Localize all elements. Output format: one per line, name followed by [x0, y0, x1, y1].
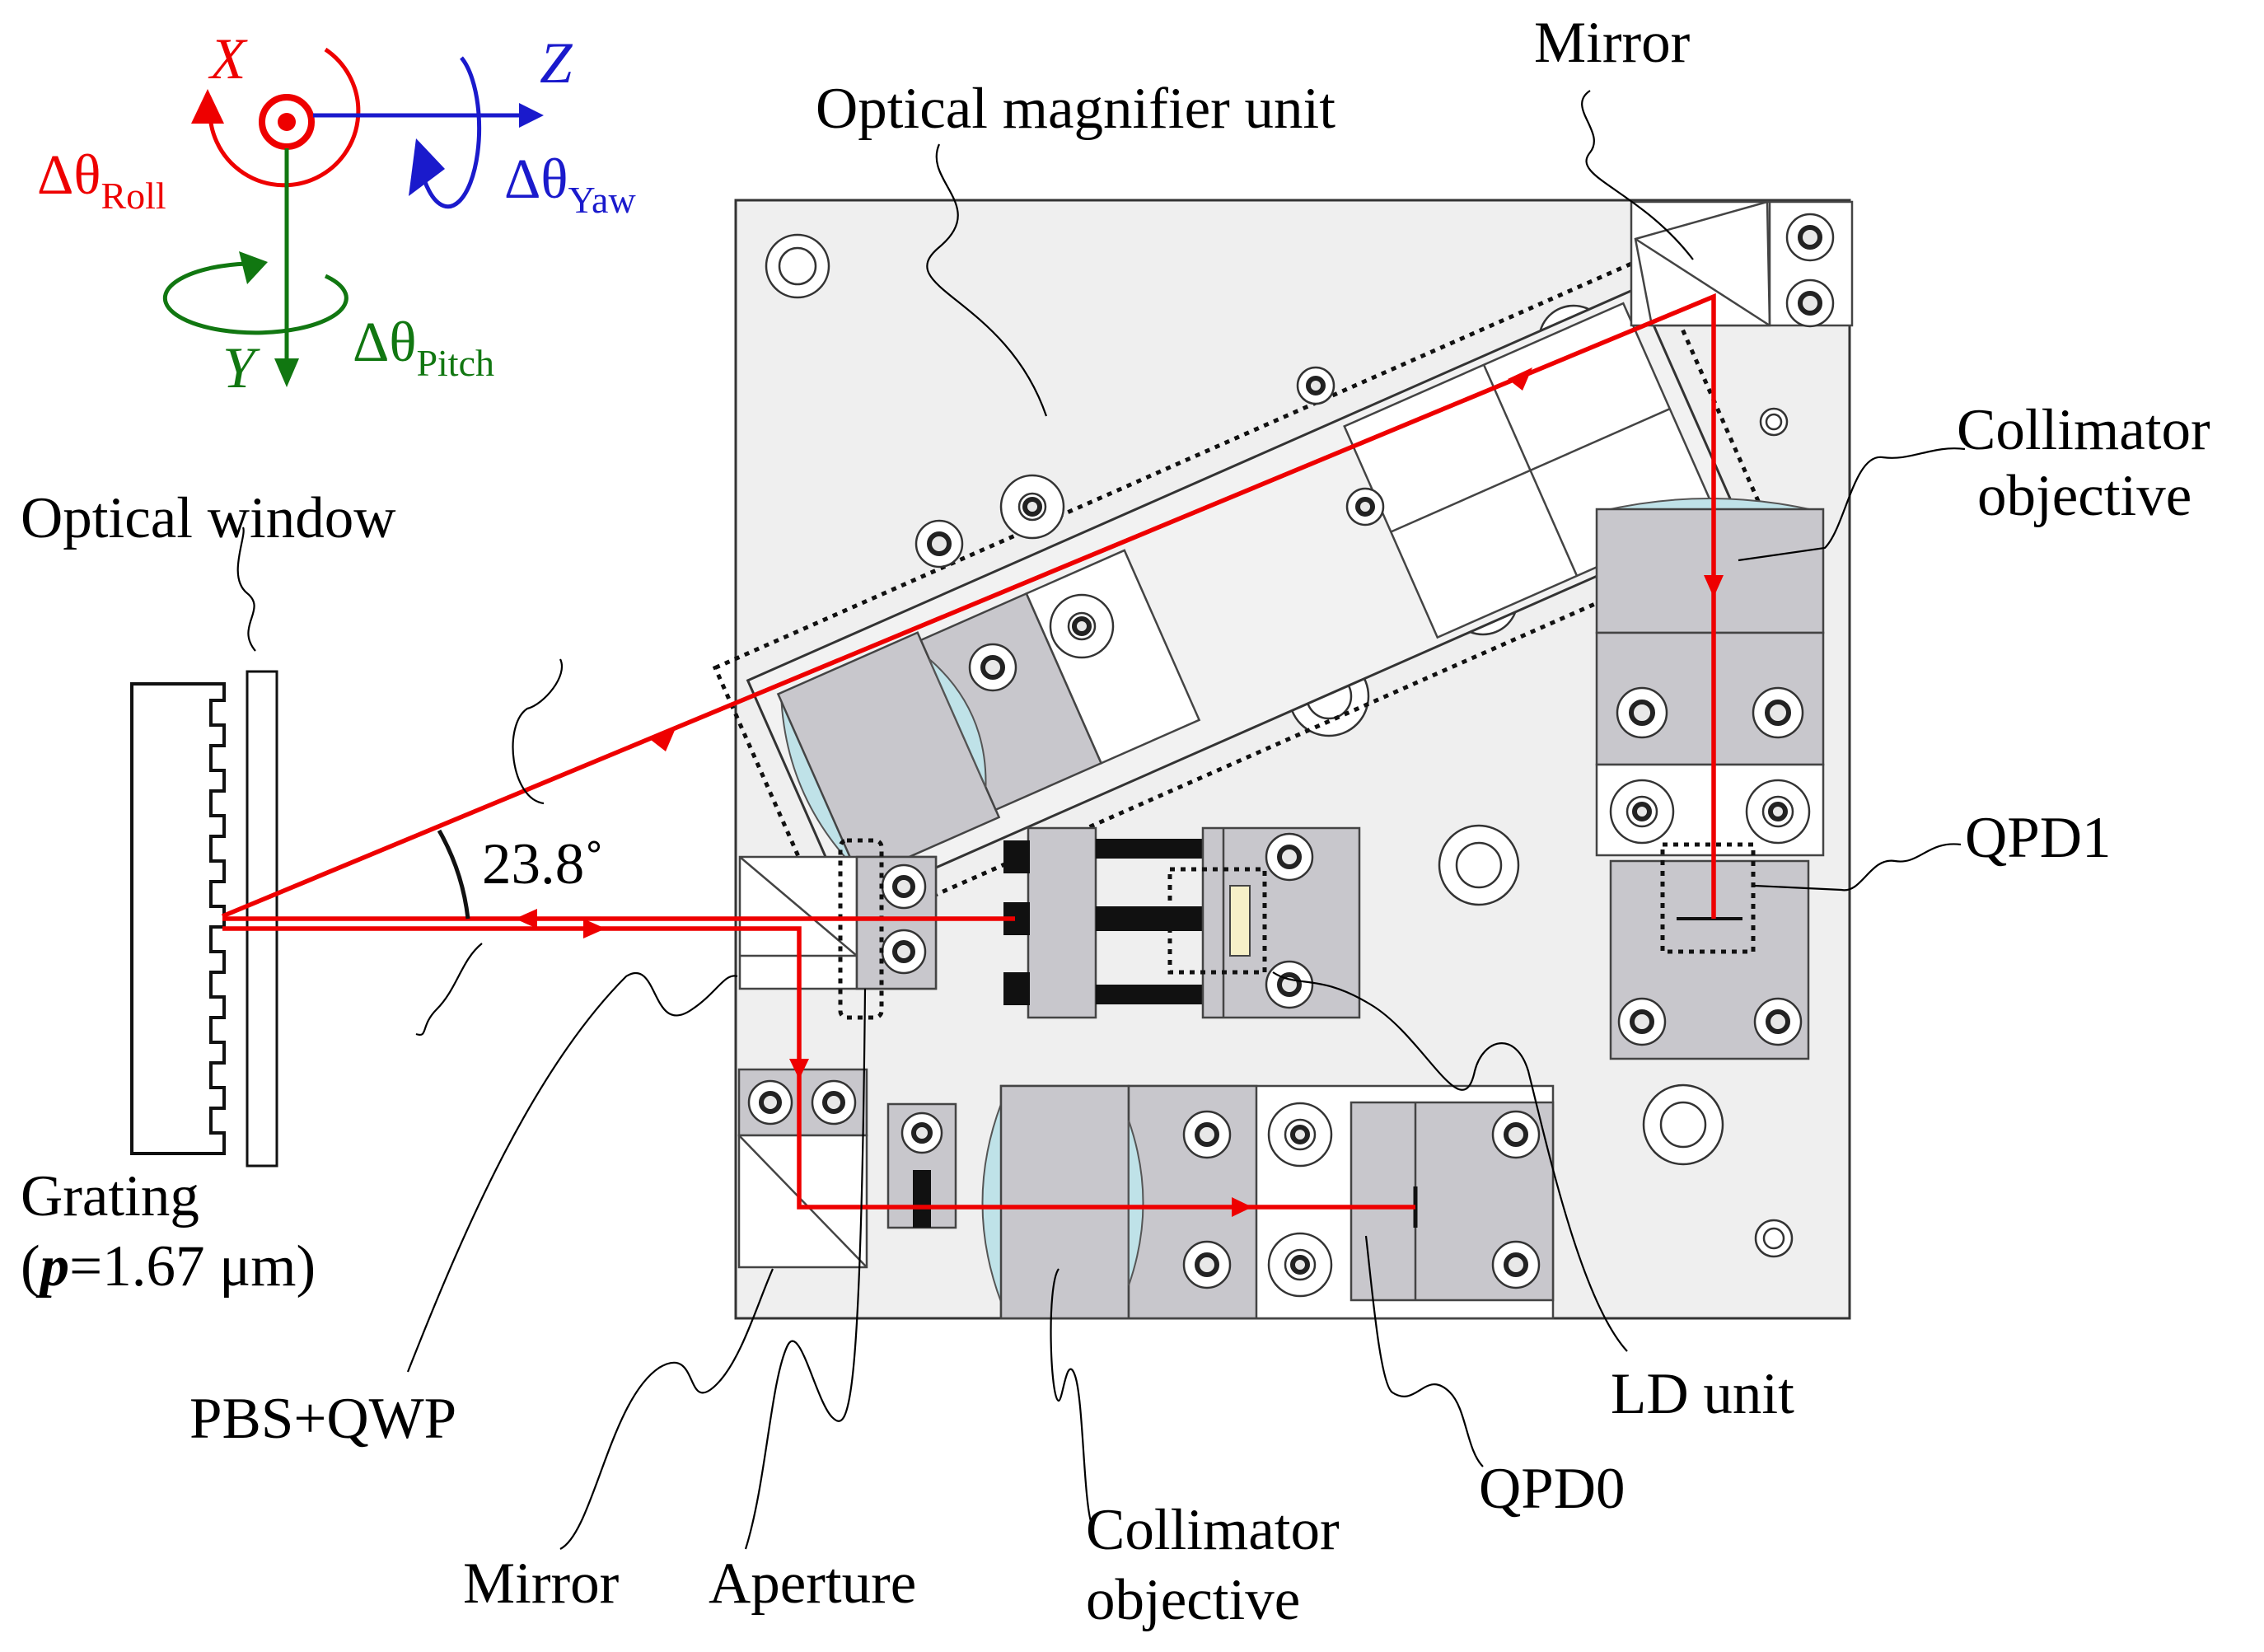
y-axis-arrow-head [274, 358, 299, 387]
roll-label: ΔθRoll [37, 143, 166, 217]
aperture-label: Aperture [709, 1551, 916, 1616]
qpd1-label: QPD1 [1965, 806, 2112, 870]
grating-label-line1: Grating [21, 1164, 199, 1228]
laser-beam-paths [221, 292, 1724, 1217]
top-mirror [1630, 200, 1854, 328]
qpd1-dotted-outline [1660, 842, 1756, 954]
x-axis-label: X [208, 27, 248, 91]
aperture-dotted-outline [838, 838, 884, 1020]
ld-unit-label: LD unit [1611, 1362, 1794, 1426]
pbs-qwp [738, 838, 938, 1020]
yaw-arrow-head [409, 138, 445, 196]
roll-rotation-arc [208, 47, 361, 188]
roll-arrow-head [191, 89, 224, 124]
y-axis-label: Y [222, 336, 260, 400]
leader-lines [236, 90, 1966, 1550]
grating-label-line2: (p=1.67 μm) [21, 1234, 316, 1299]
mirror-bottom-label: Mirror [463, 1551, 620, 1616]
collimator-bottom-label-line2: objective [1086, 1568, 1300, 1632]
pbs-qwp-label: PBS+QWP [189, 1387, 456, 1451]
bottom-mirror [737, 1068, 868, 1269]
bottom-collimator-stack [981, 1084, 1555, 1320]
right-collimator-stack [1595, 498, 1825, 1060]
pitch-label: ΔθPitch [353, 311, 494, 384]
angle-arc [437, 829, 470, 920]
coordinate-axes: X Z Y ΔθRoll ΔθYaw ΔθPitch [37, 27, 636, 400]
qpd0-label: QPD0 [1479, 1457, 1625, 1521]
magnifier-screws [914, 366, 1385, 692]
collimator-bottom-label-line1: Collimator [1086, 1498, 1340, 1562]
pitch-arrow-head [239, 251, 268, 284]
yaw-rotation-arc [418, 56, 482, 209]
optical-magnifier-label: Optical magnifier unit [816, 77, 1335, 141]
ld-dotted-outline [1167, 867, 1267, 975]
optical-window-label: Optical window [21, 486, 396, 550]
pitch-rotation-arc [162, 261, 348, 335]
grating-body [130, 682, 226, 1155]
collimator-right-label-line1: Collimator [1957, 398, 2210, 462]
magnifier-dotted-outline [712, 252, 1773, 943]
z-axis-arrow-head [519, 103, 544, 128]
mirror-top-label: Mirror [1534, 11, 1691, 75]
grating [130, 682, 226, 1155]
z-axis-label: Z [540, 31, 573, 96]
angle-label: 23.8˚ [482, 832, 604, 896]
ld-unit [1003, 826, 1361, 1019]
yaw-label: ΔθYaw [504, 147, 636, 221]
collimator-right-label-line2: objective [1977, 464, 2191, 528]
